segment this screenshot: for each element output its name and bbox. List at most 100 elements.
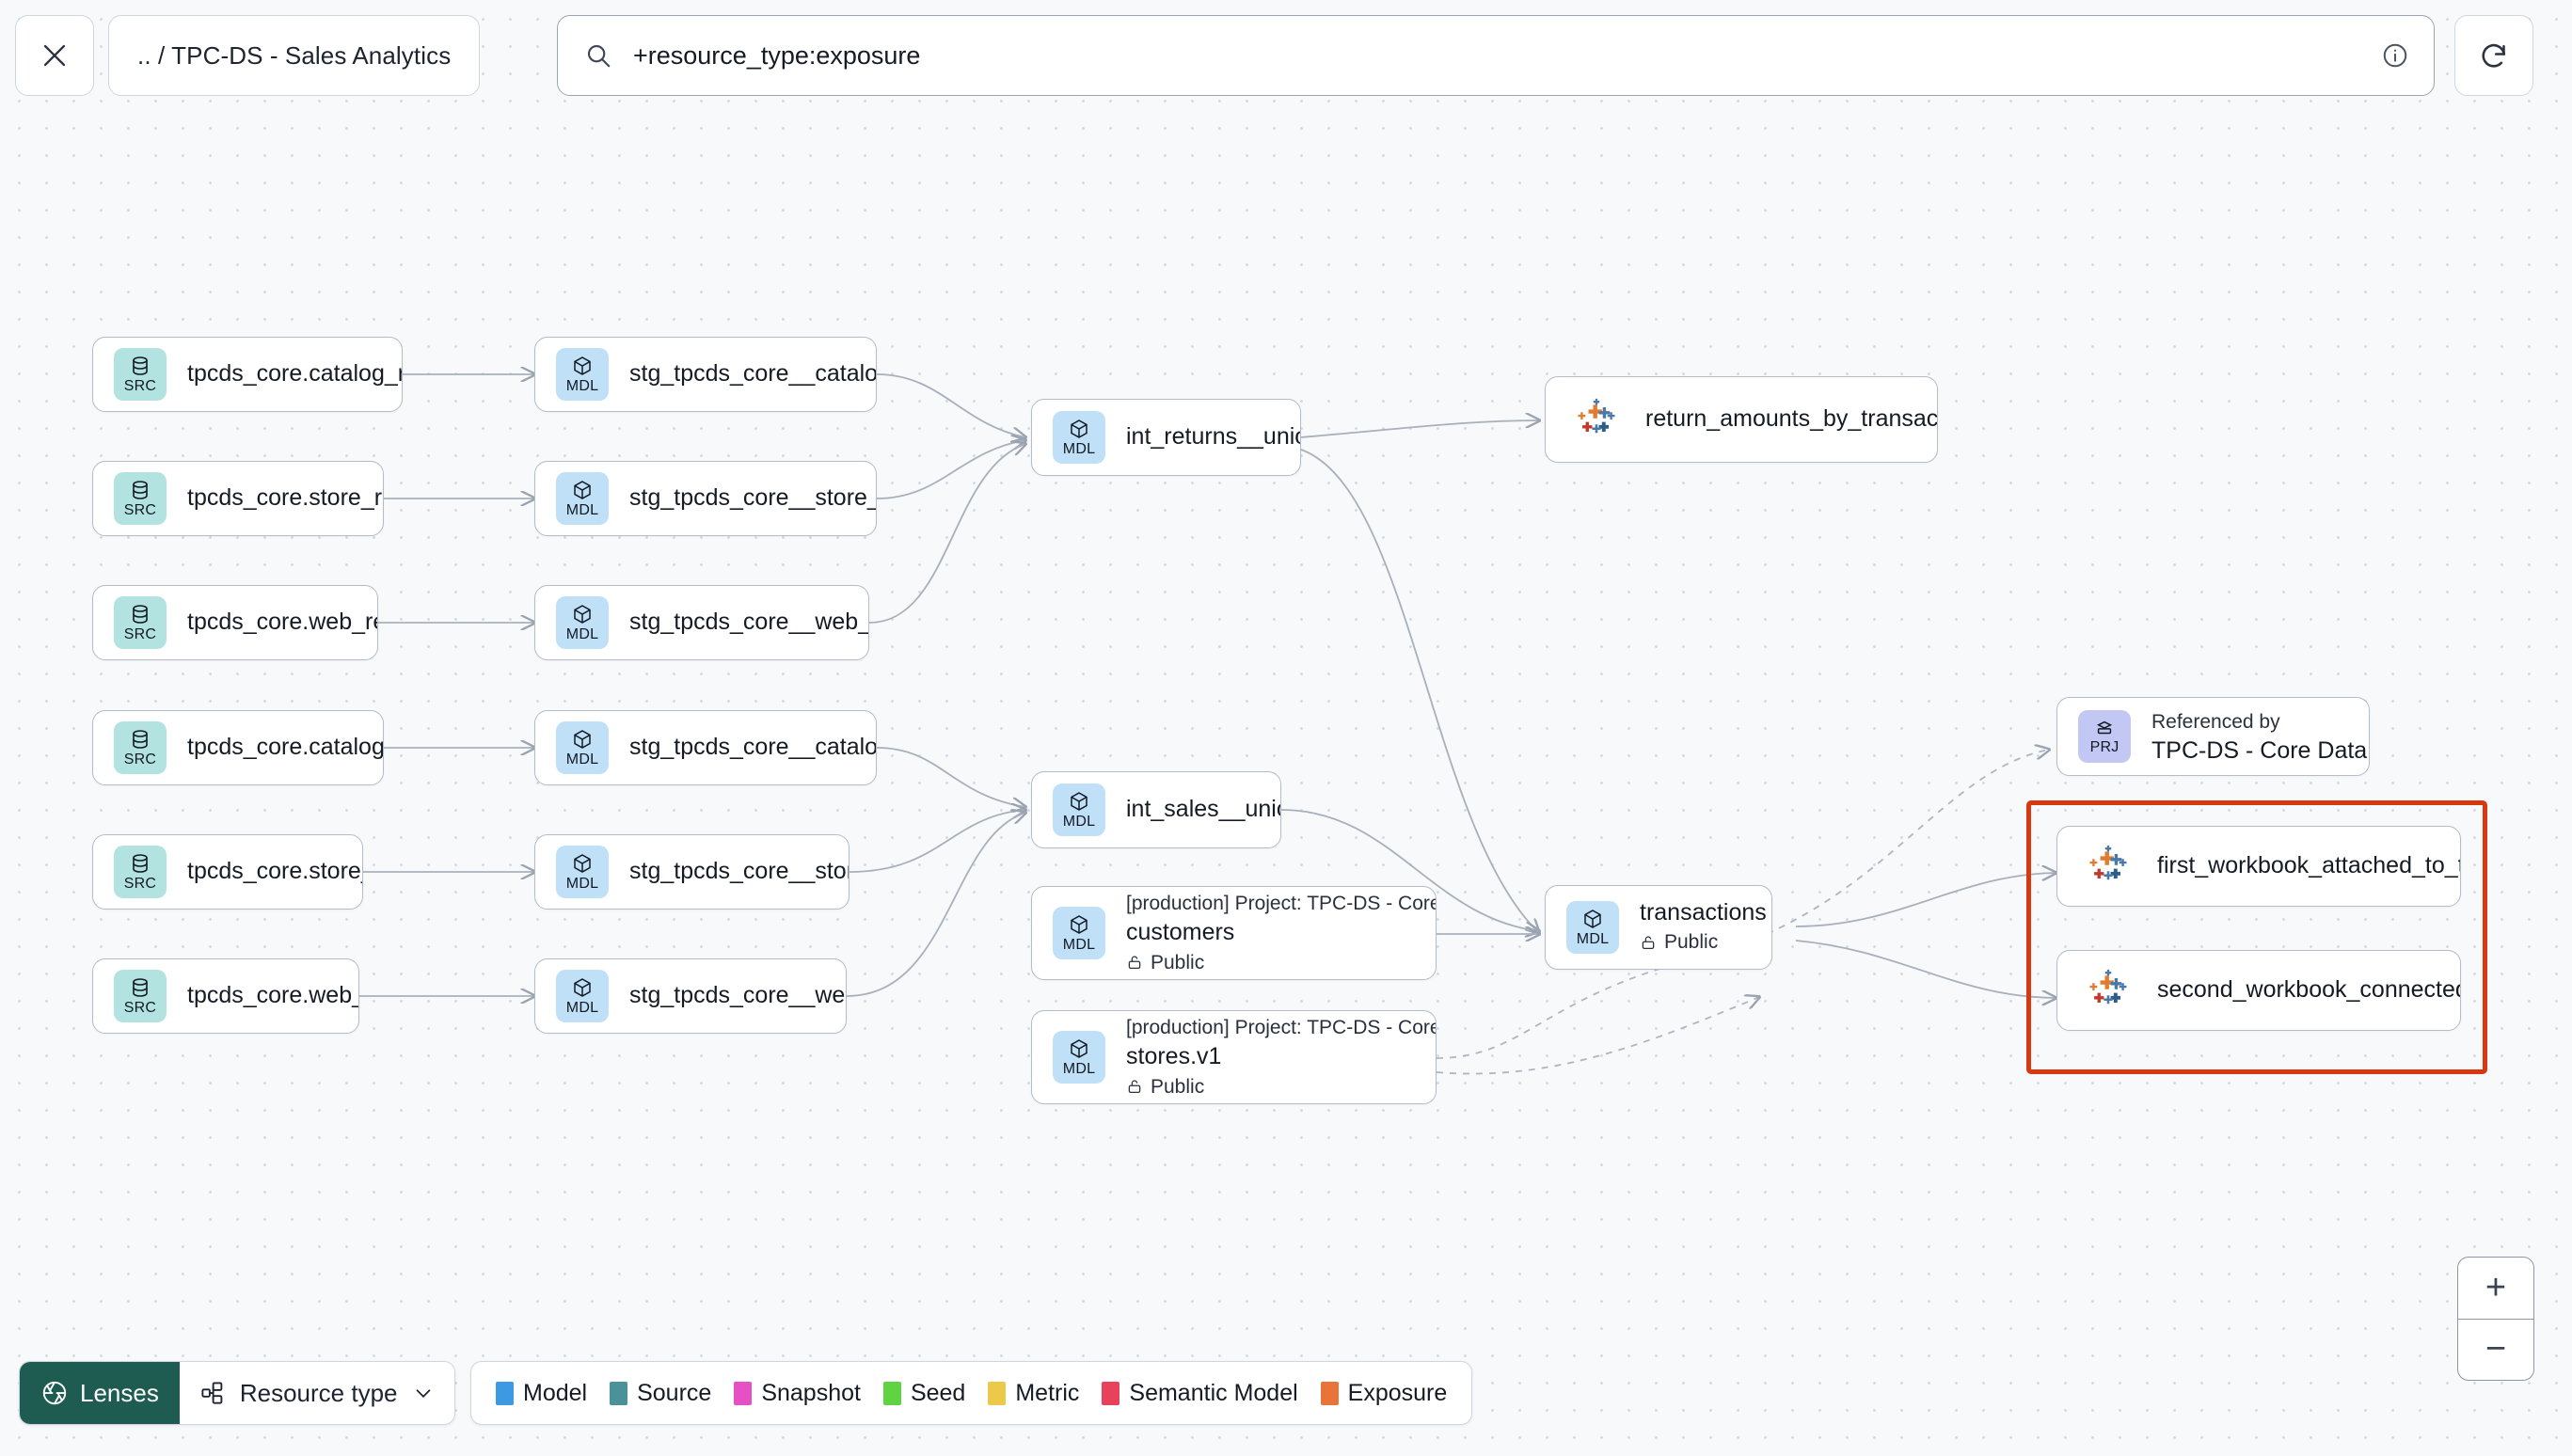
node-label: first_workbook_attached_to_tpc-ds_-_… bbox=[2157, 852, 2460, 879]
node-model[interactable]: MDL stg_tpcds_core__store_sales bbox=[534, 834, 849, 910]
src-badge: SRC bbox=[114, 970, 167, 1022]
node-source[interactable]: SRC tpcds_core.catalog_sales bbox=[92, 710, 384, 785]
resource-type-label: Resource type bbox=[239, 1378, 398, 1407]
mdl-badge: MDL bbox=[556, 970, 609, 1022]
node-exposure-first-workbook[interactable]: first_workbook_attached_to_tpc-ds_-_… bbox=[2056, 826, 2461, 907]
search-icon bbox=[587, 44, 611, 68]
breadcrumb-label: .. / TPC-DS - Sales Analytics bbox=[137, 40, 452, 70]
legend-swatch bbox=[882, 1381, 901, 1405]
cube-icon bbox=[1071, 915, 1088, 934]
lenses-toolbar: Lenses Resource type bbox=[19, 1361, 455, 1425]
mdl-badge: MDL bbox=[1053, 1031, 1105, 1084]
legend-label: Exposure bbox=[1347, 1379, 1448, 1406]
mdl-badge-label: MDL bbox=[565, 626, 599, 642]
unlock-icon bbox=[1128, 956, 1141, 970]
zoom-out-button[interactable]: − bbox=[2485, 1329, 2507, 1369]
mdl-badge-label: MDL bbox=[1062, 441, 1096, 457]
node-label: second_workbook_connected_to_live… bbox=[2157, 976, 2460, 1004]
mdl-badge: MDL bbox=[556, 596, 609, 649]
legend-label: Model bbox=[523, 1379, 588, 1406]
node-model[interactable]: MDL stg_tpcds_core__store_returns bbox=[534, 461, 877, 536]
nodes-icon bbox=[201, 1382, 223, 1404]
src-badge-label: SRC bbox=[123, 626, 157, 642]
project-icon bbox=[2096, 720, 2113, 735]
legend-item-source[interactable]: Source bbox=[610, 1380, 711, 1407]
legend-item-snapshot[interactable]: Snapshot bbox=[734, 1380, 861, 1407]
node-visibility-label: Public bbox=[1151, 951, 1205, 973]
unlock-icon bbox=[1642, 936, 1655, 949]
node-source[interactable]: SRC tpcds_core.store_returns bbox=[92, 461, 384, 536]
mdl-badge-label: MDL bbox=[565, 752, 599, 768]
node-model-stores[interactable]: MDL [production] Project: TPC-DS - Core … bbox=[1031, 1010, 1437, 1104]
node-label: transactions bbox=[1640, 898, 1767, 926]
mdl-badge: MDL bbox=[1053, 907, 1105, 959]
legend-item-semantic-model[interactable]: Semantic Model bbox=[1102, 1380, 1298, 1407]
src-badge: SRC bbox=[114, 721, 167, 774]
node-visibility-label: Public bbox=[1151, 1075, 1205, 1098]
node-source[interactable]: SRC tpcds_core.store_sales bbox=[92, 834, 363, 910]
database-icon bbox=[133, 481, 148, 499]
node-visibility-label: Public bbox=[1664, 930, 1719, 953]
search-input[interactable]: +resource_type:exposure bbox=[633, 40, 921, 70]
node-visibility: Public bbox=[1126, 948, 1422, 978]
aperture-icon bbox=[42, 1381, 67, 1405]
mdl-badge-label: MDL bbox=[565, 876, 599, 892]
mdl-badge: MDL bbox=[556, 846, 609, 898]
node-model[interactable]: MDL stg_tpcds_core__web_returns bbox=[534, 585, 869, 660]
mdl-badge-label: MDL bbox=[565, 502, 599, 518]
node-visibility: Public bbox=[1640, 927, 1758, 957]
legend-swatch bbox=[1102, 1381, 1120, 1405]
node-model-int-returns[interactable]: MDL int_returns__unioned bbox=[1031, 399, 1301, 476]
refresh-button[interactable] bbox=[2454, 15, 2533, 96]
cube-icon bbox=[574, 605, 591, 624]
prj-badge-label: PRJ bbox=[2089, 739, 2120, 755]
tableau-icon bbox=[2089, 845, 2127, 880]
refresh-icon bbox=[2482, 43, 2506, 68]
node-source[interactable]: SRC tpcds_core.web_returns bbox=[92, 585, 378, 660]
cube-icon bbox=[574, 854, 591, 873]
mdl-badge: MDL bbox=[556, 721, 609, 774]
node-label: stg_tpcds_core__web_sales bbox=[629, 982, 846, 1009]
resource-type-dropdown[interactable]: Resource type bbox=[179, 1362, 454, 1424]
top-toolbar: .. / TPC-DS - Sales Analytics +resource_… bbox=[0, 0, 2572, 111]
legend-swatch bbox=[1320, 1381, 1339, 1405]
search-bar[interactable]: +resource_type:exposure bbox=[557, 15, 2435, 96]
node-exposure-return-amounts[interactable]: return_amounts_by_transaction_type bbox=[1545, 376, 1938, 463]
node-model[interactable]: MDL stg_tpcds_core__catalog_sales bbox=[534, 710, 877, 785]
info-circle-icon[interactable] bbox=[2381, 41, 2409, 70]
node-label: tpcds_core.catalog_returns bbox=[187, 360, 402, 388]
node-label: return_amounts_by_transaction_type bbox=[1645, 405, 1937, 433]
cube-icon bbox=[1071, 792, 1088, 811]
zoom-in-button[interactable]: + bbox=[2458, 1258, 2533, 1320]
node-model-transactions[interactable]: MDL transactions Public bbox=[1545, 885, 1772, 970]
legend-item-model[interactable]: Model bbox=[496, 1380, 587, 1407]
database-icon bbox=[133, 854, 148, 873]
node-source[interactable]: SRC tpcds_core.catalog_returns bbox=[92, 337, 403, 412]
node-exposure-second-workbook[interactable]: second_workbook_connected_to_live… bbox=[2056, 950, 2461, 1031]
node-project-label: [production] Project: TPC-DS - Core Data… bbox=[1126, 892, 1436, 914]
legend-swatch bbox=[496, 1381, 514, 1405]
node-model[interactable]: MDL stg_tpcds_core__web_sales bbox=[534, 958, 847, 1034]
breadcrumb[interactable]: .. / TPC-DS - Sales Analytics bbox=[108, 15, 481, 96]
mdl-badge: MDL bbox=[1053, 783, 1105, 836]
mdl-badge-label: MDL bbox=[565, 1000, 599, 1016]
database-icon bbox=[133, 356, 148, 375]
node-model-customers[interactable]: MDL [production] Project: TPC-DS - Core … bbox=[1031, 886, 1437, 980]
lenses-button[interactable]: Lenses bbox=[20, 1362, 180, 1424]
close-button[interactable] bbox=[15, 15, 94, 96]
node-project-referenced-by[interactable]: PRJ Referenced by TPC-DS - Core Data Mod… bbox=[2056, 697, 2370, 776]
database-icon bbox=[133, 730, 148, 749]
node-model-int-sales[interactable]: MDL int_sales__unioned bbox=[1031, 771, 1281, 848]
legend-item-metric[interactable]: Metric bbox=[988, 1380, 1079, 1407]
node-label: stg_tpcds_core__catalog_sales bbox=[629, 734, 876, 761]
src-badge-label: SRC bbox=[123, 752, 157, 768]
mdl-badge-label: MDL bbox=[1062, 1061, 1096, 1077]
legend-item-exposure[interactable]: Exposure bbox=[1320, 1379, 1448, 1407]
legend-swatch bbox=[610, 1381, 628, 1405]
node-source[interactable]: SRC tpcds_core.web_sales bbox=[92, 958, 359, 1034]
node-model[interactable]: MDL stg_tpcds_core__catalog_returns bbox=[534, 337, 877, 412]
legend-item-seed[interactable]: Seed bbox=[882, 1380, 965, 1407]
node-label: stg_tpcds_core__web_returns bbox=[629, 609, 868, 636]
